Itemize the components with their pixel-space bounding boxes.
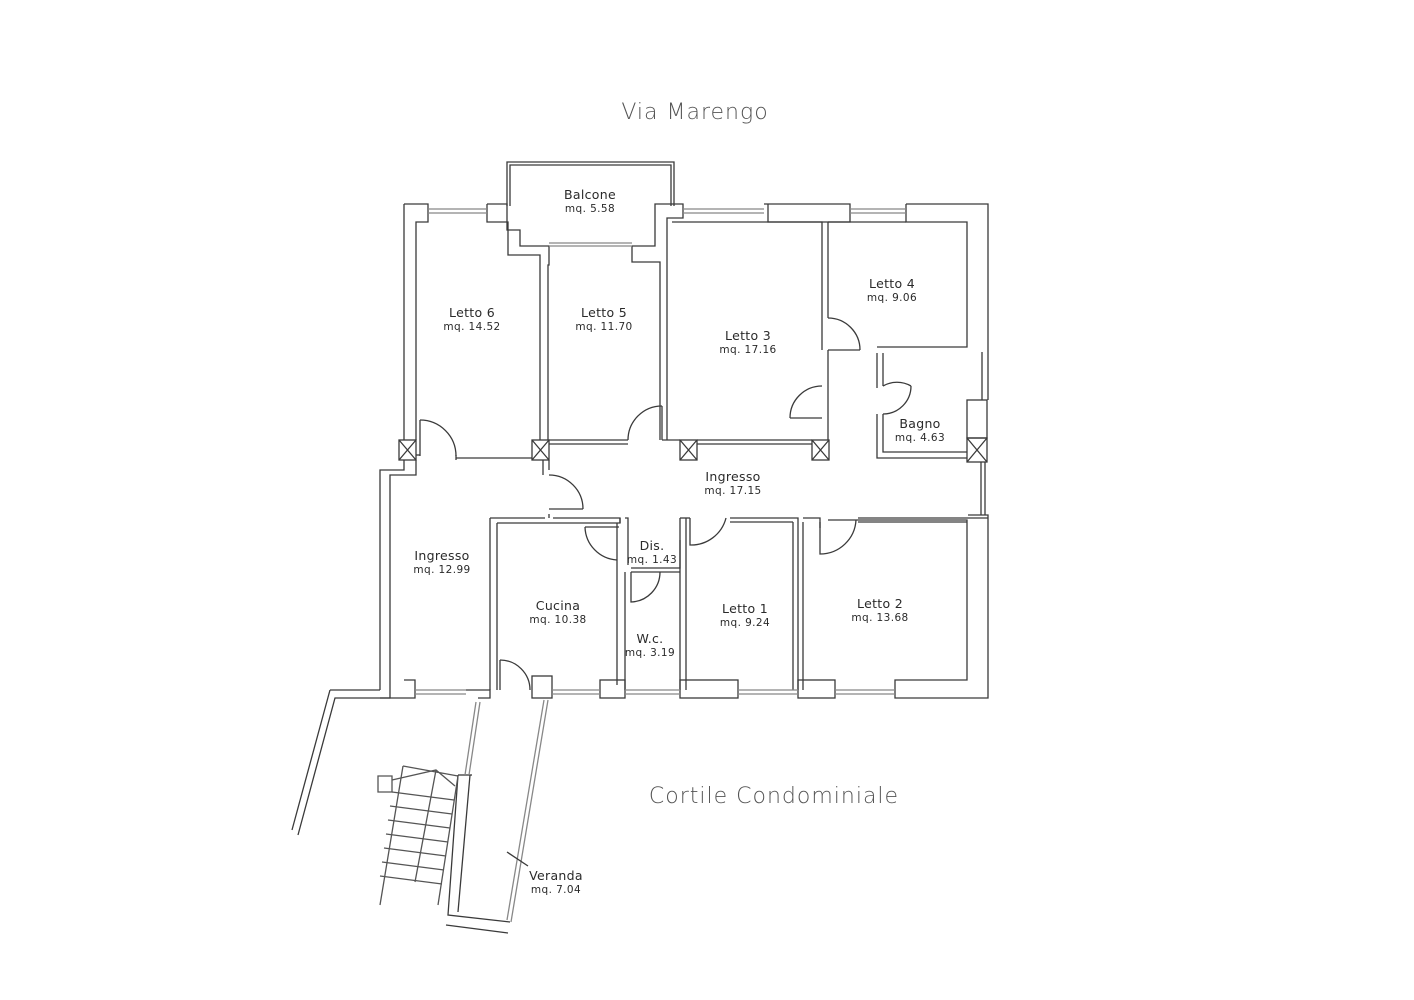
room-letto-4: Letto 4 mq. 9.06 bbox=[866, 276, 918, 304]
room-area: mq. 1.43 bbox=[626, 553, 678, 566]
room-name: Veranda bbox=[529, 868, 583, 883]
room-letto-2: Letto 2 mq. 13.68 bbox=[851, 596, 909, 624]
room-name: Balcone bbox=[564, 187, 616, 202]
bagno-walls bbox=[876, 353, 967, 459]
room-area: mq. 14.52 bbox=[443, 320, 501, 333]
room-area: mq. 3.19 bbox=[624, 646, 676, 659]
room-disimpegno: Dis. mq. 1.43 bbox=[626, 538, 678, 566]
room-letto-1: Letto 1 mq. 9.24 bbox=[719, 601, 771, 629]
top-wall bbox=[403, 203, 989, 440]
room-name: Cucina bbox=[535, 598, 581, 613]
room-wc: W.c. mq. 3.19 bbox=[624, 631, 676, 659]
room-name: W.c. bbox=[636, 631, 664, 646]
room-name: Letto 3 bbox=[725, 328, 771, 343]
balcony-outline bbox=[506, 161, 675, 206]
room-name: Letto 5 bbox=[581, 305, 627, 320]
windows-top bbox=[428, 208, 906, 247]
room-area: mq. 13.68 bbox=[851, 611, 909, 624]
room-cucina: Cucina mq. 10.38 bbox=[529, 598, 587, 626]
room-letto-3: Letto 3 mq. 17.16 bbox=[719, 328, 777, 356]
room-bagno: Bagno mq. 4.63 bbox=[894, 416, 946, 444]
room-name: Ingresso bbox=[705, 469, 761, 484]
stairs bbox=[377, 765, 459, 906]
street-name-top: Via Marengo bbox=[621, 100, 769, 125]
room-letto-5: Letto 5 mq. 11.70 bbox=[575, 305, 633, 333]
room-name: Letto 2 bbox=[857, 596, 903, 611]
room-area: mq. 5.58 bbox=[564, 202, 616, 215]
room-name: Bagno bbox=[899, 416, 941, 431]
room-name: Ingresso bbox=[414, 548, 470, 563]
room-area: mq. 11.70 bbox=[575, 320, 633, 333]
room-area: mq. 9.06 bbox=[866, 291, 918, 304]
room-area: mq. 17.15 bbox=[704, 484, 762, 497]
room-letto-6: Letto 6 mq. 14.52 bbox=[443, 305, 501, 333]
room-ingresso-side: Ingresso mq. 12.99 bbox=[413, 548, 471, 576]
room-name: Letto 6 bbox=[449, 305, 495, 320]
room-area: mq. 12.99 bbox=[413, 563, 471, 576]
room-name: Letto 4 bbox=[869, 276, 915, 291]
courtyard-boundary bbox=[291, 689, 380, 836]
windows-bottom bbox=[415, 689, 895, 695]
room-name: Letto 1 bbox=[722, 601, 768, 616]
bottom-wall bbox=[380, 675, 836, 699]
room-area: mq. 9.24 bbox=[719, 616, 771, 629]
room-name: Dis. bbox=[639, 538, 665, 553]
room-area: mq. 10.38 bbox=[529, 613, 587, 626]
room-area: mq. 17.16 bbox=[719, 343, 777, 356]
doors bbox=[419, 317, 912, 691]
room-area: mq. 4.63 bbox=[894, 431, 946, 444]
columns bbox=[398, 437, 988, 463]
room-balcone: Balcone mq. 5.58 bbox=[564, 187, 616, 215]
room-area: mq. 7.04 bbox=[530, 883, 582, 896]
veranda bbox=[445, 699, 549, 934]
courtyard-label: Cortile Condominiale bbox=[648, 784, 900, 809]
right-wall bbox=[828, 352, 989, 699]
room-ingresso-main: Ingresso mq. 17.15 bbox=[704, 469, 762, 497]
room-veranda: Veranda mq. 7.04 bbox=[529, 868, 583, 896]
